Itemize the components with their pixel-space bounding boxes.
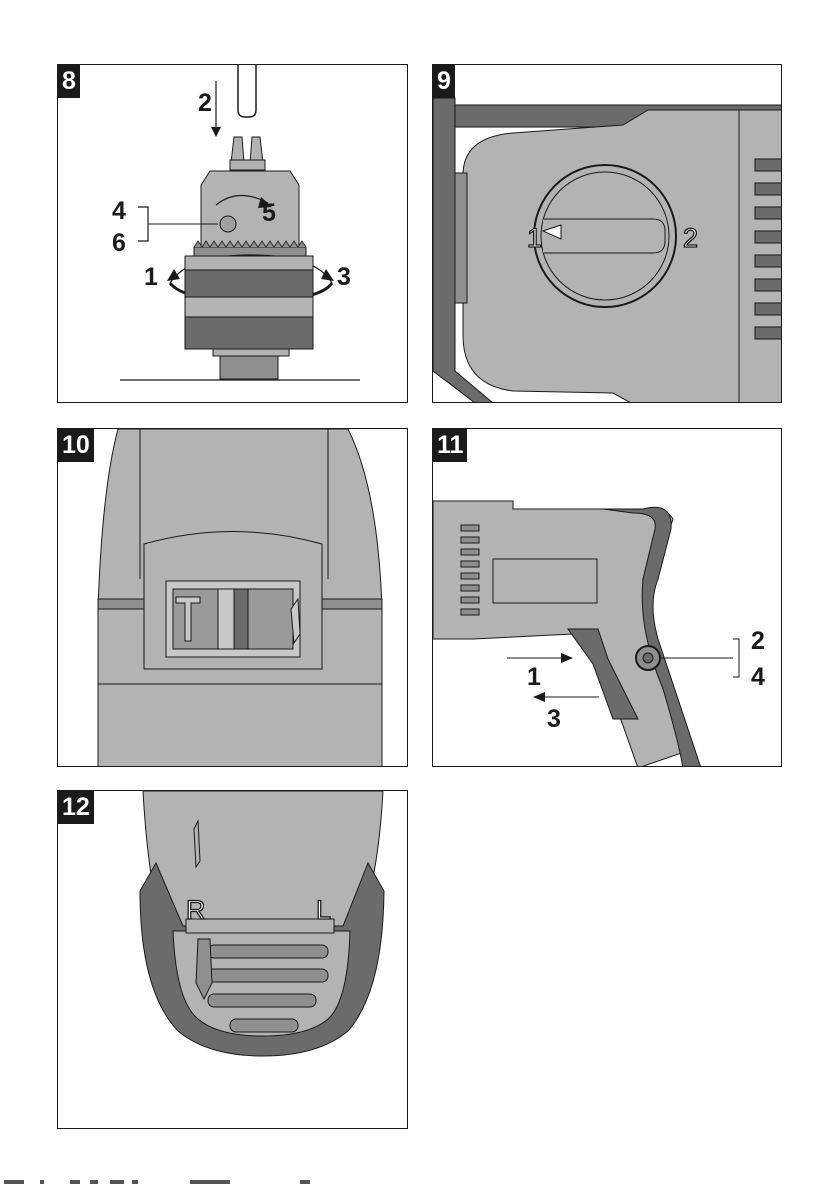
trigger-illustration: 1 3 2 4: [433, 429, 782, 767]
callout-4: 4: [751, 663, 765, 691]
callout-3: 3: [547, 705, 561, 733]
callout-3: 3: [337, 263, 351, 291]
mode-switch-illustration: [58, 429, 408, 767]
figure-number-8: 8: [58, 65, 80, 98]
figure-10-panel: 10: [57, 428, 408, 767]
callout-4: 4: [112, 197, 126, 225]
callout-1: 1: [144, 263, 158, 291]
callout-2: 2: [751, 627, 765, 655]
footer-print-marks: [0, 1178, 840, 1186]
figure-11-panel: 11 1 3 2 4: [432, 428, 782, 767]
figure-number-12: 12: [58, 791, 94, 824]
figure-8-panel: 8 2 4 6 5: [57, 64, 408, 403]
figure-number-11: 11: [433, 429, 467, 462]
callout-5: 5: [262, 199, 276, 227]
direction-switch-illustration: R L: [58, 791, 408, 1129]
figure-9-panel: 9 1 2: [432, 64, 782, 403]
switch-position-2: 2: [683, 223, 698, 253]
chuck-illustration: 2 4 6 5 1 3: [58, 65, 408, 403]
direction-label-right: R: [186, 895, 206, 925]
switch-position-1: 1: [527, 223, 542, 253]
figure-12-panel: 12 R L: [57, 790, 408, 1129]
figure-number-9: 9: [433, 65, 455, 98]
callout-1: 1: [527, 663, 541, 691]
direction-label-left: L: [316, 895, 331, 925]
switch-illustration: 1 2: [433, 65, 782, 403]
figure-number-10: 10: [58, 429, 94, 462]
callout-2: 2: [198, 89, 212, 117]
callout-6: 6: [112, 229, 126, 257]
